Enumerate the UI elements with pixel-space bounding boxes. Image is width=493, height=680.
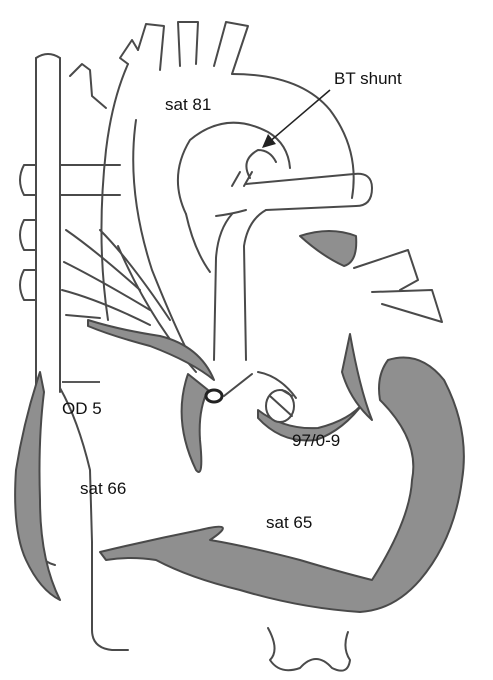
right-atrium-sat-label: sat 66 [80, 479, 126, 498]
heart-walls [15, 231, 464, 612]
aorta-sat-label: sat 81 [165, 95, 211, 114]
right-pulmonary-veins [354, 250, 442, 322]
pressure-label: 97/0-9 [292, 431, 340, 450]
od-label: OD 5 [62, 399, 102, 418]
vena-cava [36, 54, 128, 650]
left-ventricle-sat-label: sat 65 [266, 513, 312, 532]
left-lung-vessels [62, 230, 170, 325]
bt-shunt-arrow [262, 90, 330, 148]
pulmonary-trunk [178, 123, 290, 272]
bt-shunt-vessel [214, 172, 372, 360]
aortic-arch [70, 22, 354, 372]
bt-shunt-label: BT shunt [334, 69, 402, 88]
inferior-vena-cava [268, 628, 350, 671]
